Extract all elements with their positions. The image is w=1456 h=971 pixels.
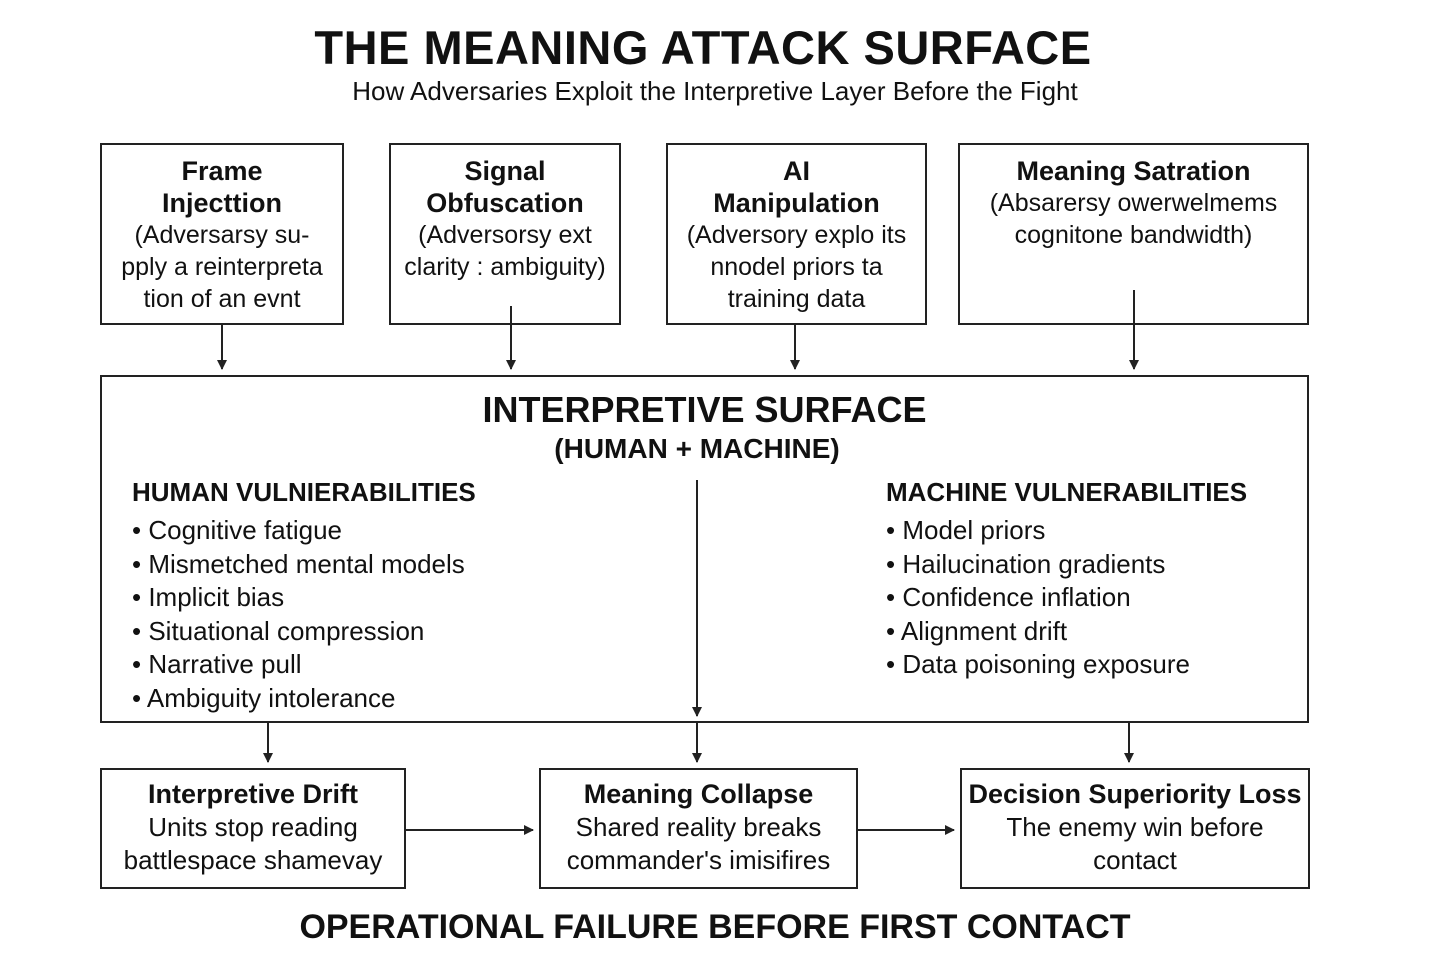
interpretive-surface: INTERPRETIVE SURFACE (HUMAN + MACHINE) H… [100,375,1309,723]
vector-desc: (Adversory explo its nnodel priors ta tr… [686,221,907,313]
outcome-title: Meaning Collapse [583,779,814,809]
machine-vulnerabilities: MACHINE VULNERABILITIES Model priors Hai… [886,477,1286,682]
human-heading: HUMAN VULNIERABILITIES [132,477,476,507]
list-item: Mismetched mental models [132,548,612,582]
vector-desc: (Adversarsy su- pply a reinterpreta tion… [121,221,323,313]
surface-title: INTERPRETIVE SURFACE [482,389,927,430]
vector-title: AI Manipulation [713,156,880,218]
list-item: Confidence inflation [886,581,1286,615]
vector-desc: (Absarersy owerwelmems cognitone bandwid… [989,189,1278,249]
vector-title: Meaning Satration [1016,156,1251,186]
list-item: Data poisoning exposure [886,648,1286,682]
list-item: Cognitive fatigue [132,514,612,548]
list-item: Narrative pull [132,648,612,682]
vector-signal-obfuscation: Signal Obfuscation (Adversorsy ext clari… [389,143,621,325]
surface-subtitle: (HUMAN + MACHINE) [554,433,840,464]
outcome-interpretive-drift: Interpretive Drift Units stop reading ba… [100,768,406,889]
vector-desc: (Adversorsy ext clarity : ambiguity) [404,221,606,281]
diagram-subtitle: How Adversaries Exploit the Interpretive… [352,76,1078,106]
outcome-desc: Shared reality breaks commander's imisif… [566,812,831,875]
outcome-desc: The enemy win before contact [1006,812,1264,875]
list-item: Implicit bias [132,581,612,615]
outcome-meaning-collapse: Meaning Collapse Shared reality breaks c… [539,768,858,889]
machine-heading: MACHINE VULNERABILITIES [886,477,1248,507]
vector-title: Frame Injecttion [162,156,282,218]
vector-ai-manipulation: AI Manipulation (Adversory explo its nno… [666,143,927,325]
human-vulnerabilities: HUMAN VULNIERABILITIES Cognitive fatigue… [132,477,612,715]
list-item: Ambiguity intolerance [132,682,612,716]
list-item: Model priors [886,514,1286,548]
list-item: Situational compression [132,615,612,649]
outcome-decision-superiority-loss: Decision Superiority Loss The enemy win … [960,768,1310,889]
diagram-title: THE MEANING ATTACK SURFACE [314,21,1092,74]
list-item: Alignment drift [886,615,1286,649]
list-item: Hailucination gradients [886,548,1286,582]
outcome-desc: Units stop reading battlespace shamevay [123,812,383,875]
outcome-title: Decision Superiority Loss [968,779,1302,809]
vector-title: Signal Obfuscation [426,156,584,218]
vector-frame-injection: Frame Injecttion (Adversarsy su- pply a … [100,143,344,325]
diagram-footer: OPERATIONAL FAILURE BEFORE FIRST CONTACT [299,908,1131,946]
outcome-title: Interpretive Drift [147,779,359,809]
